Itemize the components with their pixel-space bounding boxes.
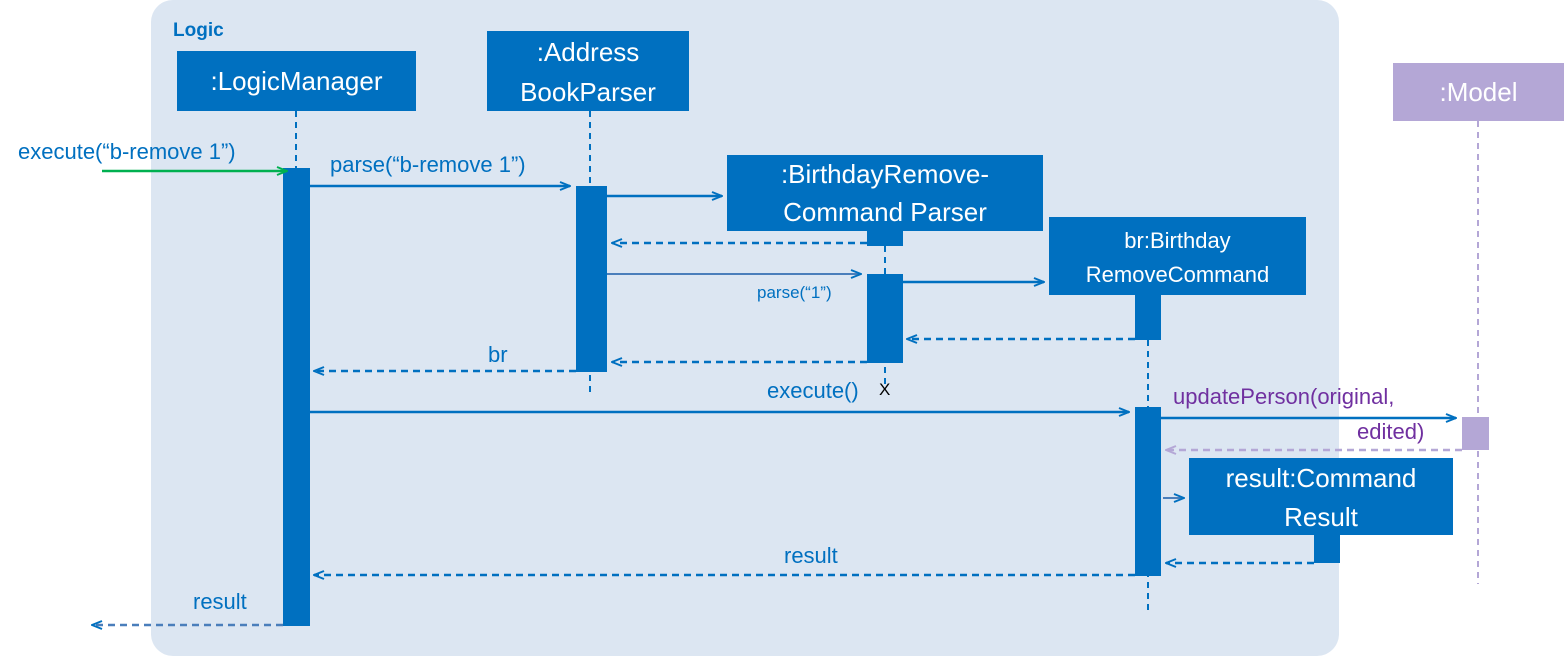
- participant-address-book-parser-line2: BookParser: [520, 77, 656, 107]
- participant-birthday-remove-command-line2: RemoveCommand: [1086, 262, 1269, 287]
- activation-address-book-parser: [576, 186, 607, 372]
- message-return-br-label: br: [488, 342, 508, 367]
- frame-title: Logic: [173, 20, 224, 41]
- participant-birthday-remove-command: [1049, 217, 1306, 295]
- participant-birthday-remove-command-parser-line2: Command Parser: [783, 197, 987, 227]
- participant-model: [1393, 63, 1564, 121]
- participant-logic-manager: [177, 51, 416, 111]
- participant-logic-manager-label: :LogicManager: [211, 66, 383, 96]
- activation-parser-creation: [867, 231, 903, 246]
- message-parse-input-label: parse(“b-remove 1”): [330, 152, 526, 177]
- participant-birthday-remove-command-parser: [727, 155, 1043, 231]
- participant-address-book-parser-line1: :Address: [537, 37, 640, 67]
- message-update-person-label-line2: edited): [1357, 419, 1424, 444]
- activation-logic-manager: [283, 168, 310, 626]
- message-execute-input-label: execute(“b-remove 1”): [18, 139, 236, 164]
- activation-model: [1462, 417, 1489, 450]
- participant-command-result-line1: result:Command: [1226, 463, 1417, 493]
- participant-birthday-remove-command-line1: br:Birthday: [1124, 228, 1230, 253]
- message-update-person-label-line1: updatePerson(original,: [1173, 384, 1394, 409]
- activation-command-creation: [1135, 295, 1161, 340]
- message-return-result-inner-label: result: [784, 543, 838, 568]
- activation-command-result: [1314, 535, 1340, 563]
- activation-birthday-remove-command-parser: [867, 274, 903, 363]
- activation-birthday-remove-command: [1135, 407, 1161, 576]
- message-execute-call-label: execute(): [767, 378, 859, 403]
- destroy-mark: X: [879, 380, 890, 399]
- participant-address-book-parser: [487, 31, 689, 111]
- participant-command-result: [1189, 458, 1453, 535]
- participant-command-result-line2: Result: [1284, 502, 1358, 532]
- participant-model-label: :Model: [1439, 77, 1517, 107]
- message-return-result-outer-label: result: [193, 589, 247, 614]
- message-parse-one-label: parse(“1”): [757, 283, 832, 302]
- participant-birthday-remove-command-parser-line1: :BirthdayRemove-: [781, 159, 989, 189]
